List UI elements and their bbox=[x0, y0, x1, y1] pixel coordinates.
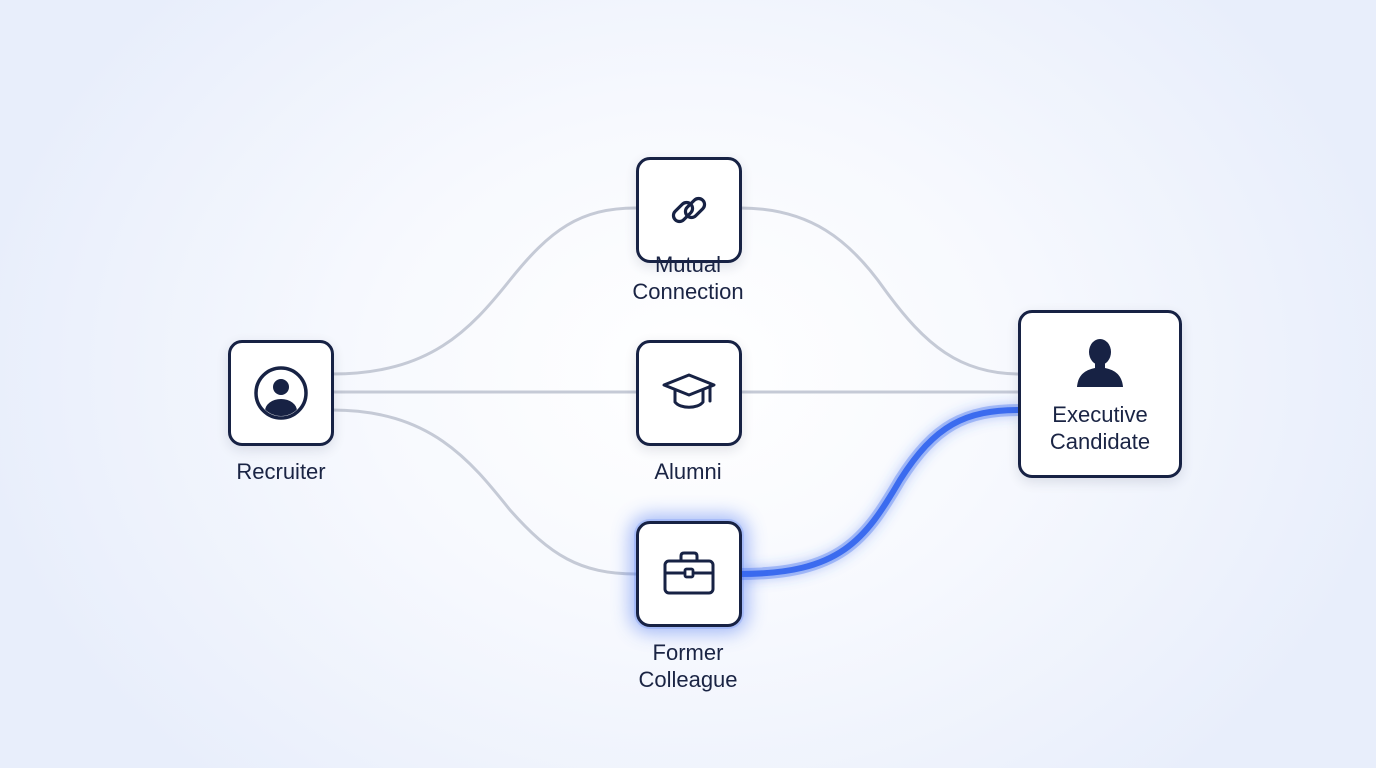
edge-recruiter-mutual bbox=[331, 206, 637, 376]
executive-candidate-label-line1: Executive bbox=[1052, 402, 1148, 427]
recruiter-label: Recruiter bbox=[236, 459, 326, 484]
mutual-connection-label: Mutual Connection bbox=[588, 251, 788, 305]
alumni-node[interactable] bbox=[636, 340, 742, 446]
executive-candidate-label-line2: Candidate bbox=[1049, 429, 1151, 454]
recruiter-node[interactable] bbox=[228, 340, 334, 446]
former-colleague-node[interactable] bbox=[636, 521, 742, 627]
graduation-cap-icon bbox=[662, 373, 716, 409]
alumni-label: Alumni bbox=[654, 459, 722, 484]
link-icon bbox=[671, 196, 707, 224]
mutual-connection-node[interactable] bbox=[636, 157, 742, 263]
briefcase-icon bbox=[663, 551, 715, 595]
former-colleague-label-line2: Colleague bbox=[638, 667, 738, 692]
edge-recruiter-former bbox=[331, 408, 637, 576]
former-colleague-label: Former Colleague bbox=[588, 639, 788, 693]
user-circle-icon bbox=[254, 366, 308, 420]
edge-former-executive-glow bbox=[739, 404, 1021, 580]
former-colleague-label-line1: Former bbox=[652, 640, 724, 665]
person-silhouette-icon bbox=[1077, 339, 1123, 387]
executive-candidate-label: Executive Candidate bbox=[1021, 401, 1179, 455]
mutual-connection-label-line1: Mutual bbox=[654, 252, 722, 277]
executive-candidate-node[interactable]: Executive Candidate bbox=[1018, 310, 1182, 478]
mutual-connection-label-line2: Connection bbox=[632, 279, 744, 304]
edge-former-executive bbox=[737, 407, 1023, 577]
edge-mutual-executive bbox=[739, 206, 1021, 376]
